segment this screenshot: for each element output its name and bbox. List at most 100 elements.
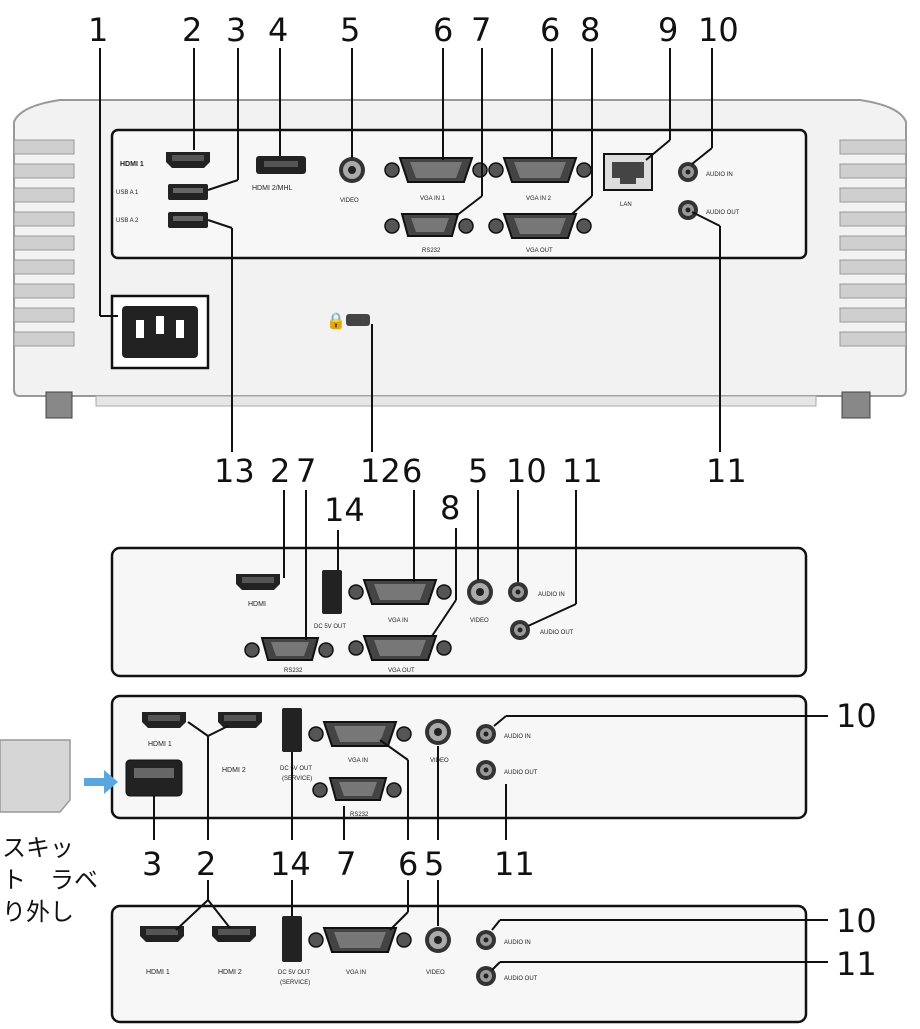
p3-label-vga-in: VGA IN: [348, 758, 368, 764]
callout-10-mid: 10: [506, 452, 547, 490]
p3-label-rs232: RS232: [350, 812, 369, 818]
p4-label-audio-out: AUDIO OUT: [504, 976, 538, 982]
p2-label-audio-out: AUDIO OUT: [540, 630, 574, 636]
note-line-1: スキッ: [2, 834, 74, 862]
p4-label-hdmi1: HDMI 1: [146, 969, 170, 976]
callout-2: 2: [182, 11, 203, 49]
callout-5: 5: [340, 11, 361, 49]
p2-port-audio-out: [510, 620, 530, 640]
callout-14-p3: 14: [270, 845, 311, 883]
arrow-icon: [84, 770, 118, 794]
p3-port-video: [425, 719, 451, 745]
callout-8: 8: [580, 11, 601, 49]
p2-port-video: [467, 579, 493, 605]
callout-11-p4: 11: [836, 945, 877, 983]
p2-label-dc: DC 5V OUT: [314, 624, 346, 630]
callout-10-p3: 10: [836, 697, 877, 735]
skit-label-flap: [0, 739, 71, 813]
label-vga-out: VGA OUT: [526, 248, 553, 254]
panel-4: HDMI 1 HDMI 2 DC 5V OUT (SERVICE) VGA IN…: [110, 880, 828, 1024]
callout-5-p3: 5: [424, 845, 445, 883]
p3-label-dc-service: (SERVICE): [282, 776, 312, 782]
callout-8-mid: 8: [440, 489, 461, 527]
callout-6-mid: 6: [402, 452, 423, 490]
p4-label-vga-in: VGA IN: [346, 970, 366, 976]
callout-11-mid: 11: [562, 452, 603, 490]
p2-port-vga-in: [363, 579, 437, 605]
note-line-2: ト ラベ: [2, 866, 98, 894]
p4-label-audio-in: AUDIO IN: [504, 940, 531, 946]
p3-label-video: VIDEO: [430, 758, 449, 764]
p3-label-audio-in: AUDIO IN: [504, 734, 531, 740]
callout-6-p3: 6: [398, 845, 419, 883]
p3-port-rs232: [329, 777, 387, 801]
label-vga-in2: VGA IN 2: [526, 196, 552, 202]
label-video: VIDEO: [340, 198, 359, 204]
leader-lines-p4: [175, 880, 828, 971]
panel-3: HDMI 1 HDMI 2 DC 5V OUT (SERVICE) VGA IN…: [0, 694, 828, 840]
p4-port-video: [425, 927, 451, 953]
p2-label-vga-in: VGA IN: [388, 618, 408, 624]
label-vga-in1: VGA IN 1: [420, 196, 446, 202]
p3-port-audio-in: [476, 724, 496, 744]
p2-label-rs232: RS232: [284, 668, 303, 674]
callout-11-p3: 11: [494, 845, 535, 883]
p3-label-audio-out: AUDIO OUT: [504, 770, 538, 776]
p4-port-vga-in: [323, 927, 397, 953]
port-rs232: [401, 213, 459, 237]
projector-rear: 🔒 HDMI 1 USB A 1 USB A 2 HDMI 2/MHL VIDE…: [13, 48, 907, 452]
p3-label-hdmi1: HDMI 1: [148, 741, 172, 748]
callout-3-p3: 3: [142, 845, 163, 883]
label-hdmi1: HDMI 1: [120, 161, 144, 168]
callout-3: 3: [226, 11, 247, 49]
callout-10-p4: 10: [836, 902, 877, 940]
p3-label-dc: DC 5V OUT: [280, 766, 312, 772]
p3-port-vga-in: [323, 721, 397, 747]
callout-13: 13: [214, 452, 255, 490]
callout-2-p3: 2: [196, 845, 217, 883]
note-line-3: り外し: [2, 898, 74, 926]
port-usb-a2: [168, 212, 208, 228]
p2-port-audio-in: [508, 582, 528, 602]
port-usb-a1: [168, 184, 208, 200]
p4-label-hdmi2: HDMI 2: [218, 969, 242, 976]
label-hdmi-mhl: HDMI 2/MHL: [252, 185, 293, 192]
leader-lines-p2: [283, 490, 577, 640]
callout-12: 12: [360, 452, 401, 490]
label-audio-in: AUDIO IN: [706, 172, 733, 178]
callout-7: 7: [471, 11, 492, 49]
p4-label-video: VIDEO: [426, 970, 445, 976]
callout-2-mid: 2: [270, 452, 291, 490]
port-audio-in: [678, 162, 698, 182]
p3-port-dc: [282, 708, 302, 752]
panel-2: HDMI DC 5V OUT VGA IN VIDEO AUDIO IN AUD…: [110, 490, 808, 678]
port-video: [339, 157, 365, 183]
label-rs232: RS232: [422, 248, 441, 254]
leader-lines-p3: [153, 715, 828, 840]
label-usb-a1: USB A 1: [116, 190, 139, 196]
p3-port-hdmi1: [142, 712, 186, 728]
p2-port-hdmi: [236, 574, 280, 590]
p2-label-hdmi: HDMI: [248, 601, 266, 608]
port-vga-in2: [503, 157, 577, 183]
lock-icon: 🔒: [326, 312, 346, 330]
callout-9: 9: [658, 11, 679, 49]
label-audio-out: AUDIO OUT: [706, 210, 740, 216]
p4-label-dc-service: (SERVICE): [280, 980, 310, 986]
port-audio-out: [678, 200, 698, 220]
p3-port-hdmi2: [218, 712, 262, 728]
port-hdmi1: [166, 152, 210, 168]
p3-label-hdmi2: HDMI 2: [222, 767, 246, 774]
p4-port-audio-in: [476, 930, 496, 950]
callout-6a: 6: [433, 11, 454, 49]
callout-14-mid: 14: [324, 491, 365, 529]
port-vga-in1: [399, 157, 473, 183]
callout-5-mid: 5: [468, 452, 489, 490]
port-vga-out: [503, 213, 577, 239]
callout-4: 4: [268, 11, 289, 49]
p2-label-video: VIDEO: [470, 618, 489, 624]
callout-7-mid: 7: [296, 452, 317, 490]
p4-label-dc: DC 5V OUT: [278, 970, 310, 976]
p3-port-audio-out: [476, 760, 496, 780]
